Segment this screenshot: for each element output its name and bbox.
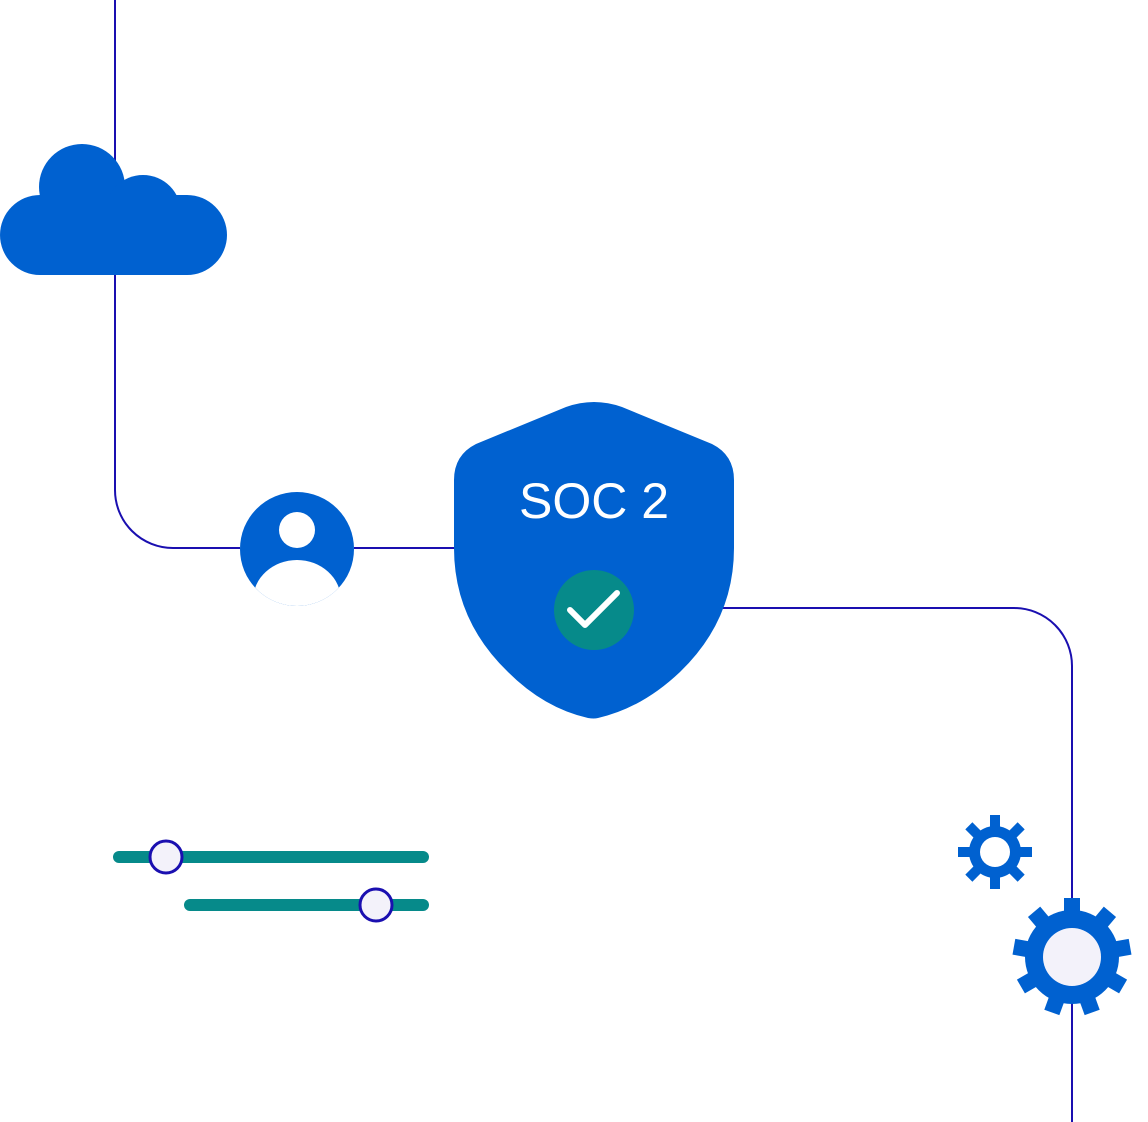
connector-cloud-to-user [114, 0, 240, 549]
shield-label: SOC 2 [519, 473, 669, 529]
check-icon [554, 570, 634, 650]
shield-icon [454, 402, 734, 719]
gear-icon [958, 815, 1032, 889]
gear-icon [1012, 898, 1132, 1016]
cloud-icon [0, 144, 227, 275]
slider-1[interactable] [113, 839, 429, 875]
connector-lines [114, 0, 1073, 1122]
connector-shield-to-gears [716, 607, 1073, 1122]
slider-handle[interactable] [148, 839, 184, 875]
slider-2[interactable] [184, 887, 429, 923]
slider-handle[interactable] [358, 887, 394, 923]
user-icon [240, 492, 354, 606]
